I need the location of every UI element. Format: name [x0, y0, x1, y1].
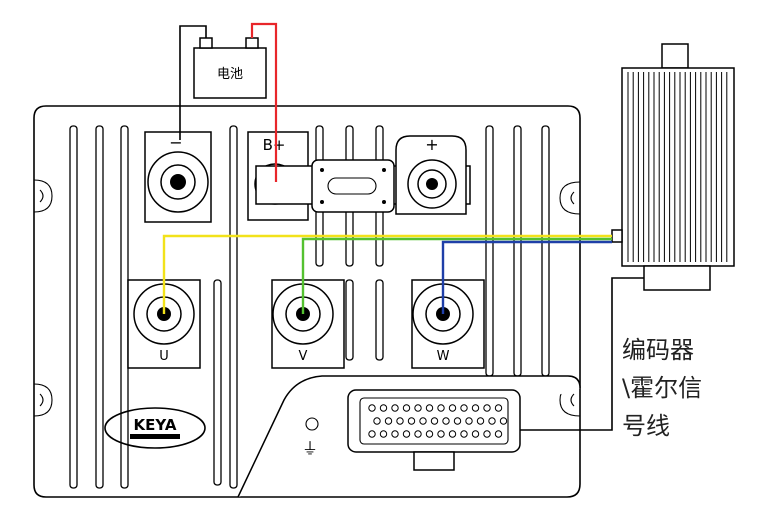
connector-pin: [448, 430, 457, 438]
connector-pin: [407, 417, 416, 425]
phase-v-wire: [301, 237, 612, 314]
b-plus-sign: B+: [263, 136, 286, 154]
connector-pin: [396, 417, 404, 425]
connector-pin: [437, 404, 445, 412]
ground-symbol: ⏚: [302, 439, 318, 458]
wires: [162, 22, 644, 431]
battery-label: 电池: [217, 67, 243, 82]
connector-pin: [448, 404, 457, 412]
phase-u-label: U: [159, 349, 169, 364]
mount-ear-right-top: [559, 181, 581, 215]
positive-sign: +: [425, 135, 438, 154]
mount-ear-left-top: [33, 179, 53, 213]
connector-pin: [465, 417, 473, 425]
connector-pin: [379, 430, 388, 438]
connector-pins: [368, 404, 508, 438]
connector-pin: [425, 430, 434, 438]
terminal-phase-v[interactable]: V: [271, 279, 345, 369]
encoder-hall-wire: [520, 277, 644, 431]
connector-pin: [494, 404, 503, 412]
connector-pin: [419, 417, 427, 425]
connector-pin: [425, 404, 434, 412]
positive-wire: [250, 22, 278, 182]
connector-pin: [402, 404, 411, 412]
indicator-led: [305, 417, 319, 431]
connector-pin: [368, 430, 376, 438]
battery: 电池: [193, 37, 267, 99]
connector-pin: [402, 430, 411, 438]
motor-cable-gland: [611, 229, 623, 243]
connector-panel: ⏚: [237, 375, 581, 498]
connector-pin: [460, 404, 468, 412]
phase-w-label: W: [437, 349, 450, 364]
motor: [611, 43, 735, 291]
connector-pin: [471, 404, 480, 412]
controller-body: [33, 105, 581, 498]
terminal-negative[interactable]: −: [144, 131, 212, 223]
mount-ear-left-bottom: [33, 383, 53, 417]
connector-pin: [379, 404, 388, 412]
connector-pin: [384, 417, 393, 425]
phase-w-wire: [441, 240, 612, 314]
terminal-positive[interactable]: +: [395, 135, 467, 215]
connector-pin: [442, 417, 450, 425]
motor-fins: [627, 72, 728, 262]
connector-pin: [430, 417, 439, 425]
connector-pin: [483, 404, 491, 412]
encoder-label-line2: \霍尔信: [622, 374, 702, 402]
connector-pin: [471, 430, 480, 438]
connector-pin: [414, 430, 422, 438]
connector-pin: [476, 417, 485, 425]
connector-pin: [414, 404, 422, 412]
connector-pin: [391, 430, 399, 438]
encoder-label-line1: 编码器: [622, 336, 694, 364]
connector-pin: [373, 417, 381, 425]
terminal-phase-w[interactable]: W: [411, 279, 485, 369]
encoder-label-line3: 号线: [622, 412, 670, 440]
connector-pin: [460, 430, 468, 438]
connector-pin: [368, 404, 376, 412]
connector-pin: [453, 417, 462, 425]
encoder-label: 编码器 \霍尔信 号线: [622, 336, 702, 440]
connector-pin: [494, 430, 503, 438]
phase-v-label: V: [299, 349, 308, 364]
brand-text: KEYA: [134, 416, 177, 434]
negative-wire: [179, 25, 207, 140]
keya-logo: KEYA: [104, 407, 206, 449]
connector-pin: [499, 417, 508, 425]
connector-pin: [437, 430, 445, 438]
connector-pin: [483, 430, 491, 438]
connector-pin: [391, 404, 399, 412]
phase-u-wire: [162, 234, 612, 314]
connector-pin: [488, 417, 496, 425]
